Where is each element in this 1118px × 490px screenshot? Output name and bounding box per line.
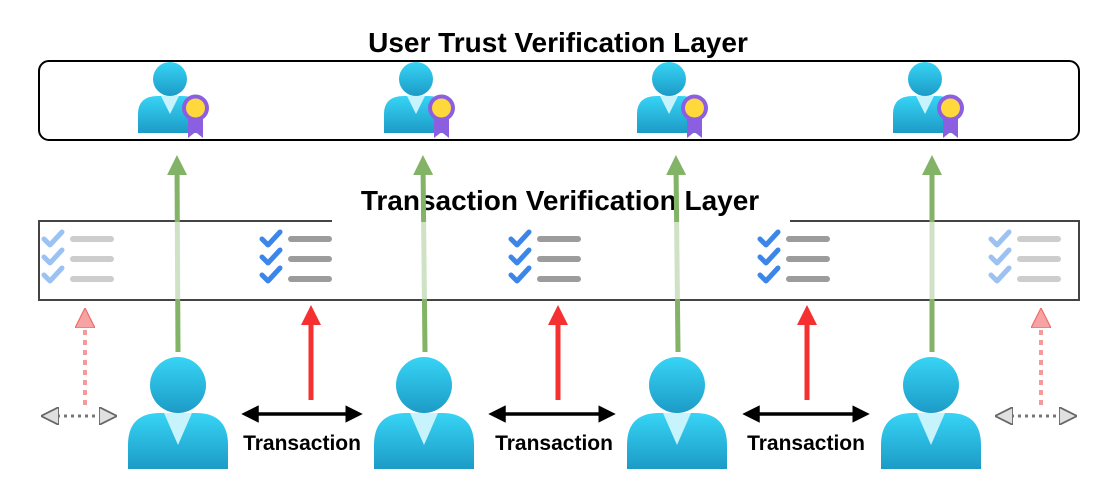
transaction-label: Transaction [495,432,613,455]
user-icon [627,357,727,469]
transaction-label: Transaction [747,432,865,455]
transaction-label: Transaction [243,432,361,455]
user-trust-layer-box [38,60,1080,141]
user-icon [881,357,981,469]
user-icon [374,357,474,469]
transaction-layer-title: Transaction Verification Layer [361,185,759,216]
user-icon [128,357,228,469]
user-trust-layer-title: User Trust Verification Layer [368,27,748,58]
